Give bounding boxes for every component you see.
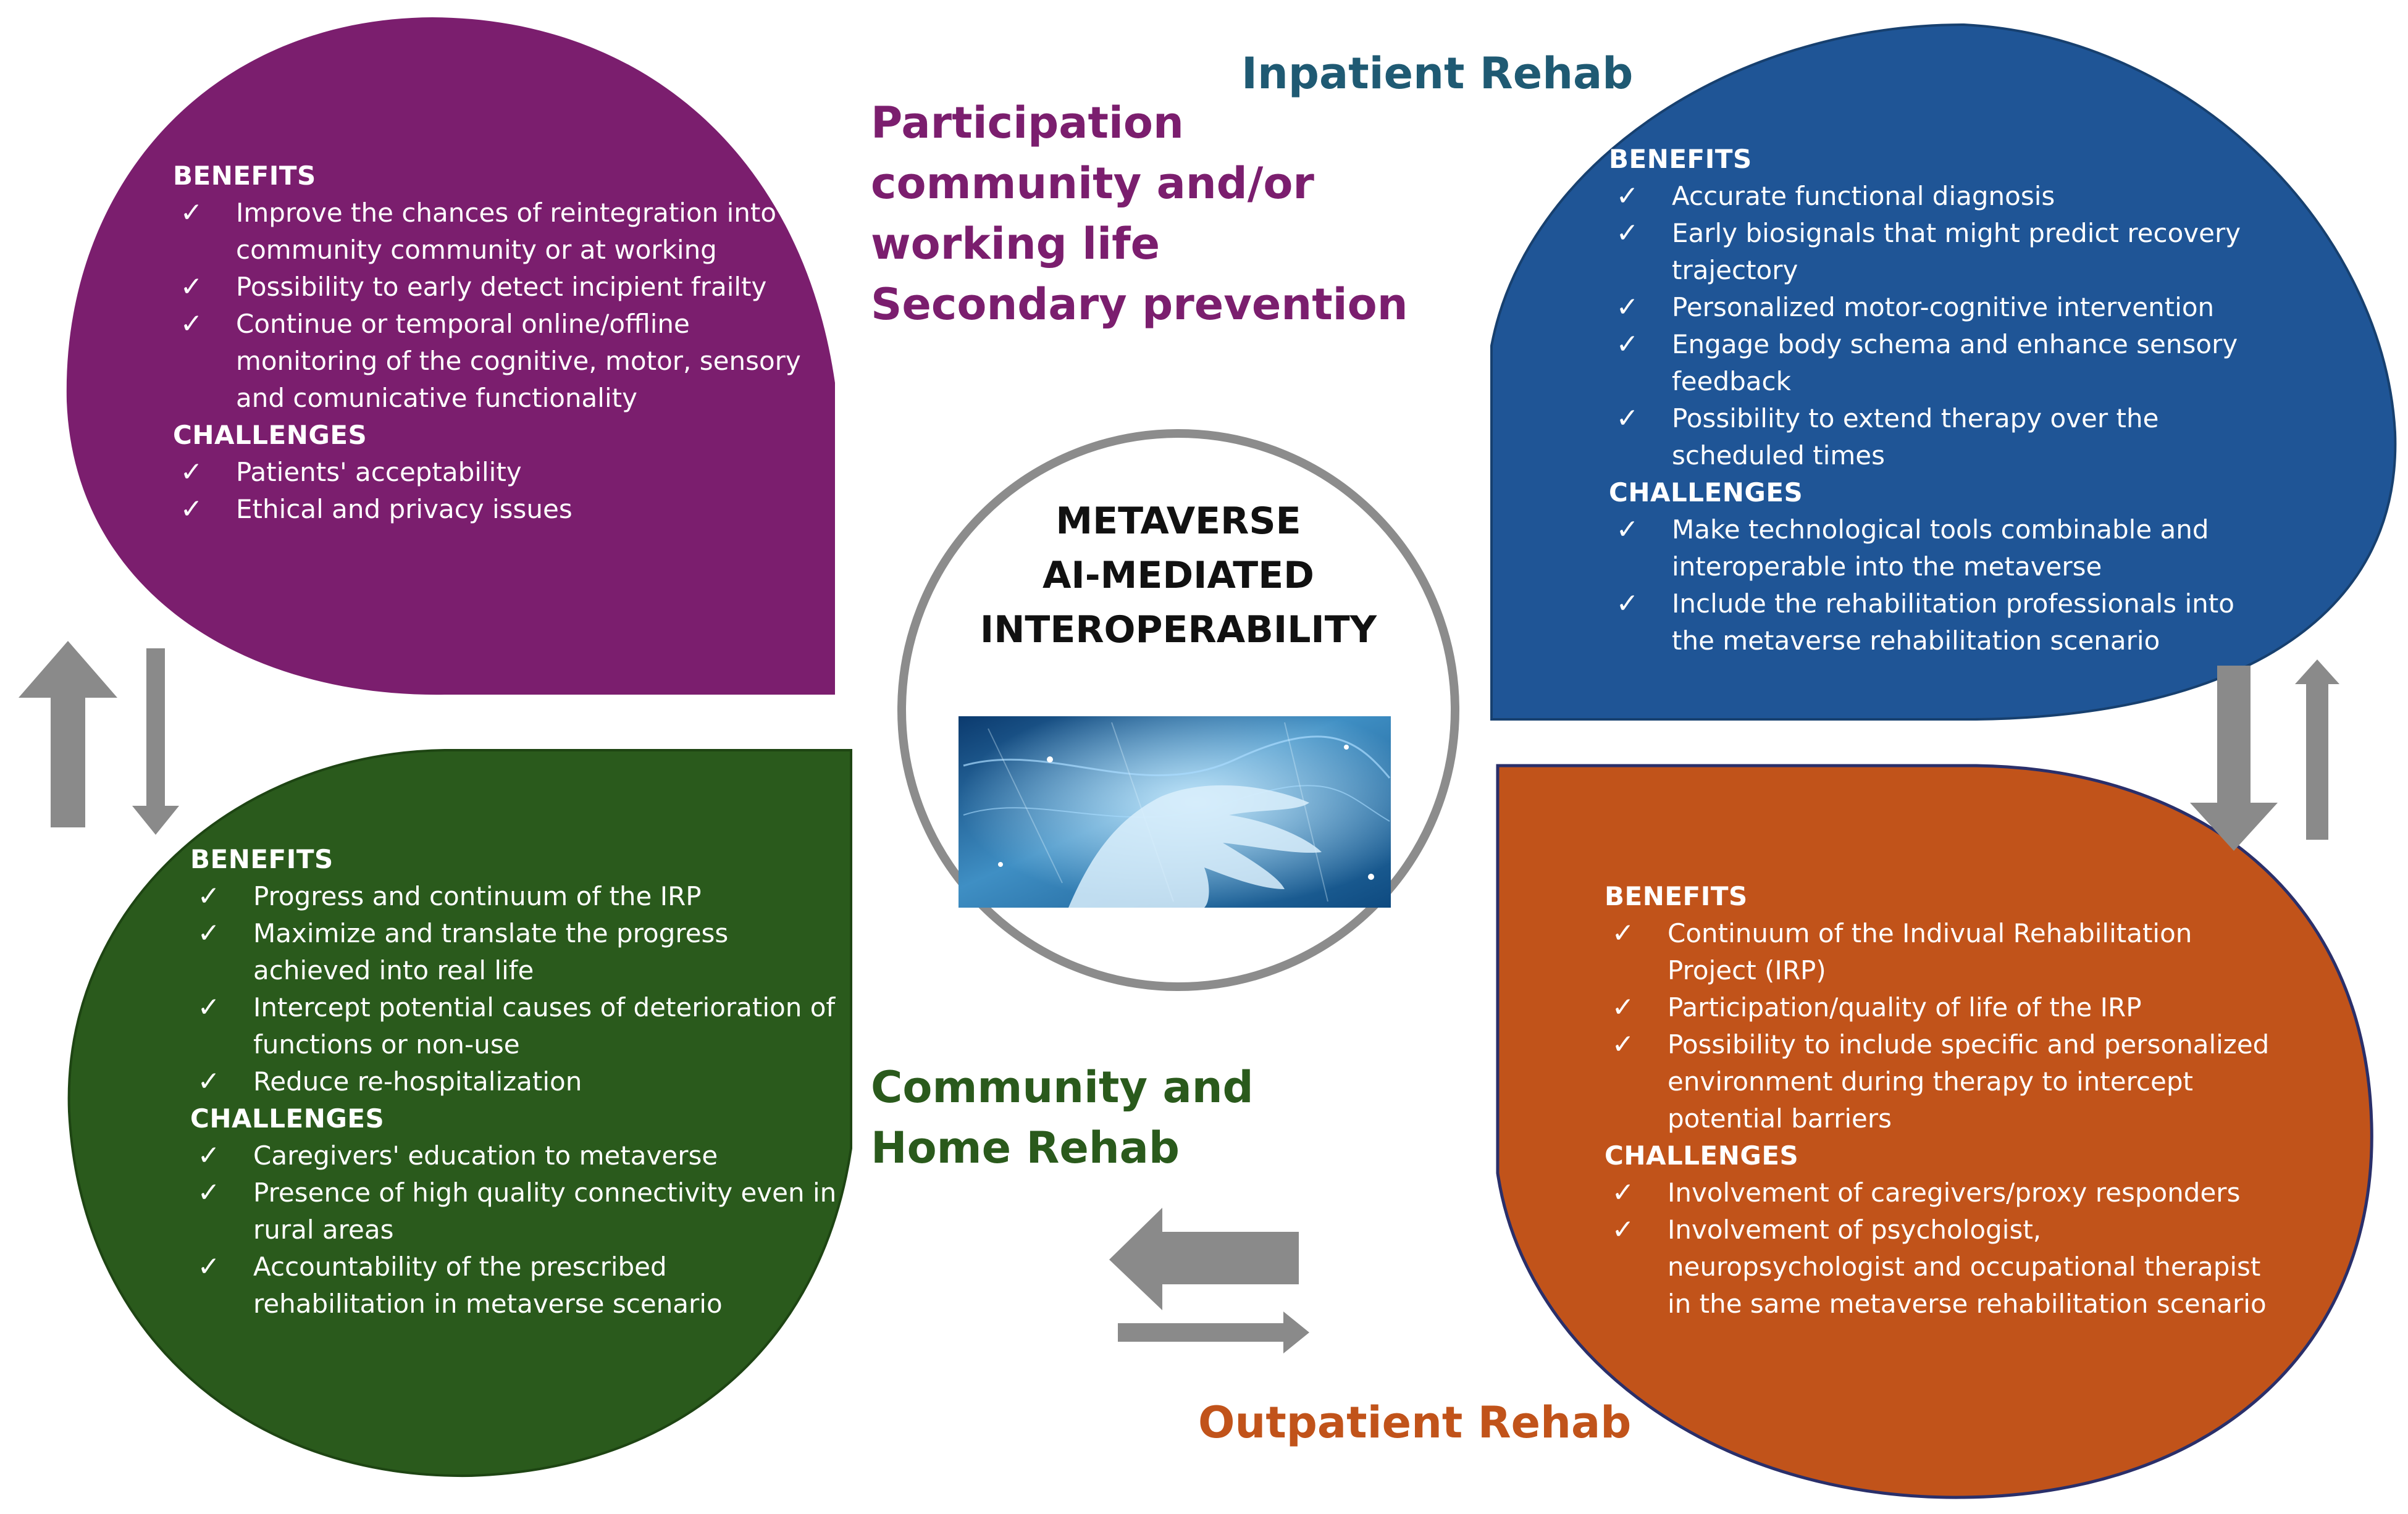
community-challenges-header: CHALLENGES <box>190 1103 385 1134</box>
participation-challenges-header: CHALLENGES <box>173 420 367 450</box>
outpatient-label: Outpatient Rehab <box>1198 1397 1632 1448</box>
participation-label-line-4: Secondary prevention <box>871 279 1408 330</box>
participation-benefits-list: ✓Improve the chances of reintegration in… <box>173 194 828 417</box>
checkmark-icon: ✓ <box>180 456 203 488</box>
checkmark-icon: ✓ <box>1611 992 1635 1023</box>
list-item: ✓Continuum of the Indivual Rehabilitatio… <box>1605 915 2278 989</box>
list-item: ✓Accountability of the prescribed rehabi… <box>190 1248 845 1323</box>
participation-label-line-1: Participation <box>871 98 1184 148</box>
list-item: ✓Possibility to early detect incipient f… <box>173 269 828 306</box>
checkmark-icon: ✓ <box>1616 588 1639 619</box>
outpatient-challenges-header: CHALLENGES <box>1605 1140 1799 1171</box>
hand-reaching-digital-network-image <box>959 716 1391 908</box>
list-item: ✓Personalized motor-cognitive interventi… <box>1609 289 2282 326</box>
list-item: ✓Intercept potential causes of deteriora… <box>190 989 845 1063</box>
community-label-line-1: Community and <box>871 1062 1254 1113</box>
center-title: METAVERSE AI-MEDIATED INTEROPERABILITY <box>870 494 1487 657</box>
community-shape <box>67 749 852 1478</box>
inpatient-benefits-list: ✓Accurate functional diagnosis ✓Early bi… <box>1609 178 2282 474</box>
inpatient-label: Inpatient Rehab <box>1241 48 1634 99</box>
outpatient-content: BENEFITS ✓Continuum of the Indivual Reha… <box>1605 878 2278 1323</box>
checkmark-icon: ✓ <box>1616 291 1639 323</box>
inpatient-shape <box>1490 23 2397 721</box>
right-down-arrow <box>2190 666 2278 851</box>
right-up-arrow <box>2295 659 2339 840</box>
checkmark-icon: ✓ <box>1616 217 1639 249</box>
participation-shape <box>66 17 835 695</box>
checkmark-icon: ✓ <box>1611 1029 1635 1060</box>
list-item: ✓Patients' acceptability <box>173 454 828 491</box>
list-item: ✓Possibility to extend therapy over the … <box>1609 400 2282 474</box>
checkmark-icon: ✓ <box>197 1177 220 1208</box>
inpatient-challenges-list: ✓Make technological tools combinable and… <box>1609 511 2282 659</box>
outpatient-shape <box>1496 764 2373 1499</box>
list-item: ✓Participation/quality of life of the IR… <box>1605 989 2278 1026</box>
list-item: ✓Engage body schema and enhance sensory … <box>1609 326 2282 400</box>
bottom-left-arrow <box>1109 1208 1299 1310</box>
participation-label-line-2: community and/or <box>871 158 1314 209</box>
inpatient-content: BENEFITS ✓Accurate functional diagnosis … <box>1609 141 2282 659</box>
center-title-line-3: INTEROPERABILITY <box>980 608 1377 651</box>
list-item: ✓Maximize and translate the progress ach… <box>190 915 845 989</box>
center-title-line-1: METAVERSE <box>1055 500 1301 543</box>
checkmark-icon: ✓ <box>1611 1214 1635 1245</box>
community-content: BENEFITS ✓Progress and continuum of the … <box>190 841 845 1323</box>
list-item: ✓Improve the chances of reintegration in… <box>173 194 828 269</box>
participation-label-line-3: working life <box>871 219 1160 269</box>
outpatient-benefits-list: ✓Continuum of the Indivual Rehabilitatio… <box>1605 915 2278 1137</box>
list-item: ✓Involvement of caregivers/proxy respond… <box>1605 1174 2278 1211</box>
list-item: ✓Continue or temporal online/offline mon… <box>173 306 828 417</box>
checkmark-icon: ✓ <box>180 308 203 340</box>
list-item: ✓Possibility to include specific and per… <box>1605 1026 2278 1137</box>
checkmark-icon: ✓ <box>197 918 220 949</box>
checkmark-icon: ✓ <box>1611 1177 1635 1208</box>
list-item: ✓Ethical and privacy issues <box>173 491 828 528</box>
checkmark-icon: ✓ <box>197 1251 220 1282</box>
inpatient-benefits-header: BENEFITS <box>1609 144 1752 174</box>
list-item: ✓Accurate functional diagnosis <box>1609 178 2282 215</box>
list-item: ✓Make technological tools combinable and… <box>1609 511 2282 585</box>
checkmark-icon: ✓ <box>197 1066 220 1097</box>
checkmark-icon: ✓ <box>1611 918 1635 949</box>
checkmark-icon: ✓ <box>1616 514 1639 545</box>
checkmark-icon: ✓ <box>180 197 203 228</box>
checkmark-icon: ✓ <box>180 493 203 525</box>
community-label-line-2: Home Rehab <box>871 1123 1180 1173</box>
bottom-right-arrow <box>1118 1311 1309 1353</box>
participation-challenges-list: ✓Patients' acceptability ✓Ethical and pr… <box>173 454 828 528</box>
outpatient-challenges-list: ✓Involvement of caregivers/proxy respond… <box>1605 1174 2278 1323</box>
list-item: ✓Reduce re-hospitalization <box>190 1063 845 1100</box>
left-up-arrow <box>19 641 117 827</box>
participation-benefits-header: BENEFITS <box>173 161 316 191</box>
checkmark-icon: ✓ <box>180 271 203 303</box>
left-down-arrow <box>132 648 179 835</box>
community-challenges-list: ✓Caregivers' education to metaverse ✓Pre… <box>190 1137 845 1323</box>
checkmark-icon: ✓ <box>1616 180 1639 212</box>
checkmark-icon: ✓ <box>197 880 220 912</box>
list-item: ✓Progress and continuum of the IRP <box>190 878 845 915</box>
community-benefits-header: BENEFITS <box>190 844 334 874</box>
list-item: ✓Presence of high quality connectivity e… <box>190 1174 845 1248</box>
outpatient-benefits-header: BENEFITS <box>1605 881 1748 911</box>
list-item: ✓Caregivers' education to metaverse <box>190 1137 845 1174</box>
list-item: ✓Include the rehabilitation professional… <box>1609 585 2282 659</box>
checkmark-icon: ✓ <box>197 992 220 1023</box>
participation-content: BENEFITS ✓Improve the chances of reinteg… <box>173 157 828 528</box>
community-label: Community and Home Rehab <box>871 1057 1254 1178</box>
center-title-line-2: AI-MEDIATED <box>1042 554 1314 597</box>
participation-label: Participation community and/or working l… <box>871 93 1408 335</box>
checkmark-icon: ✓ <box>1616 328 1639 360</box>
list-item: ✓Involvement of psychologist, neuropsych… <box>1605 1211 2278 1323</box>
checkmark-icon: ✓ <box>197 1140 220 1171</box>
community-benefits-list: ✓Progress and continuum of the IRP ✓Maxi… <box>190 878 845 1100</box>
list-item: ✓Early biosignals that might predict rec… <box>1609 215 2282 289</box>
inpatient-challenges-header: CHALLENGES <box>1609 477 1803 508</box>
checkmark-icon: ✓ <box>1616 403 1639 434</box>
